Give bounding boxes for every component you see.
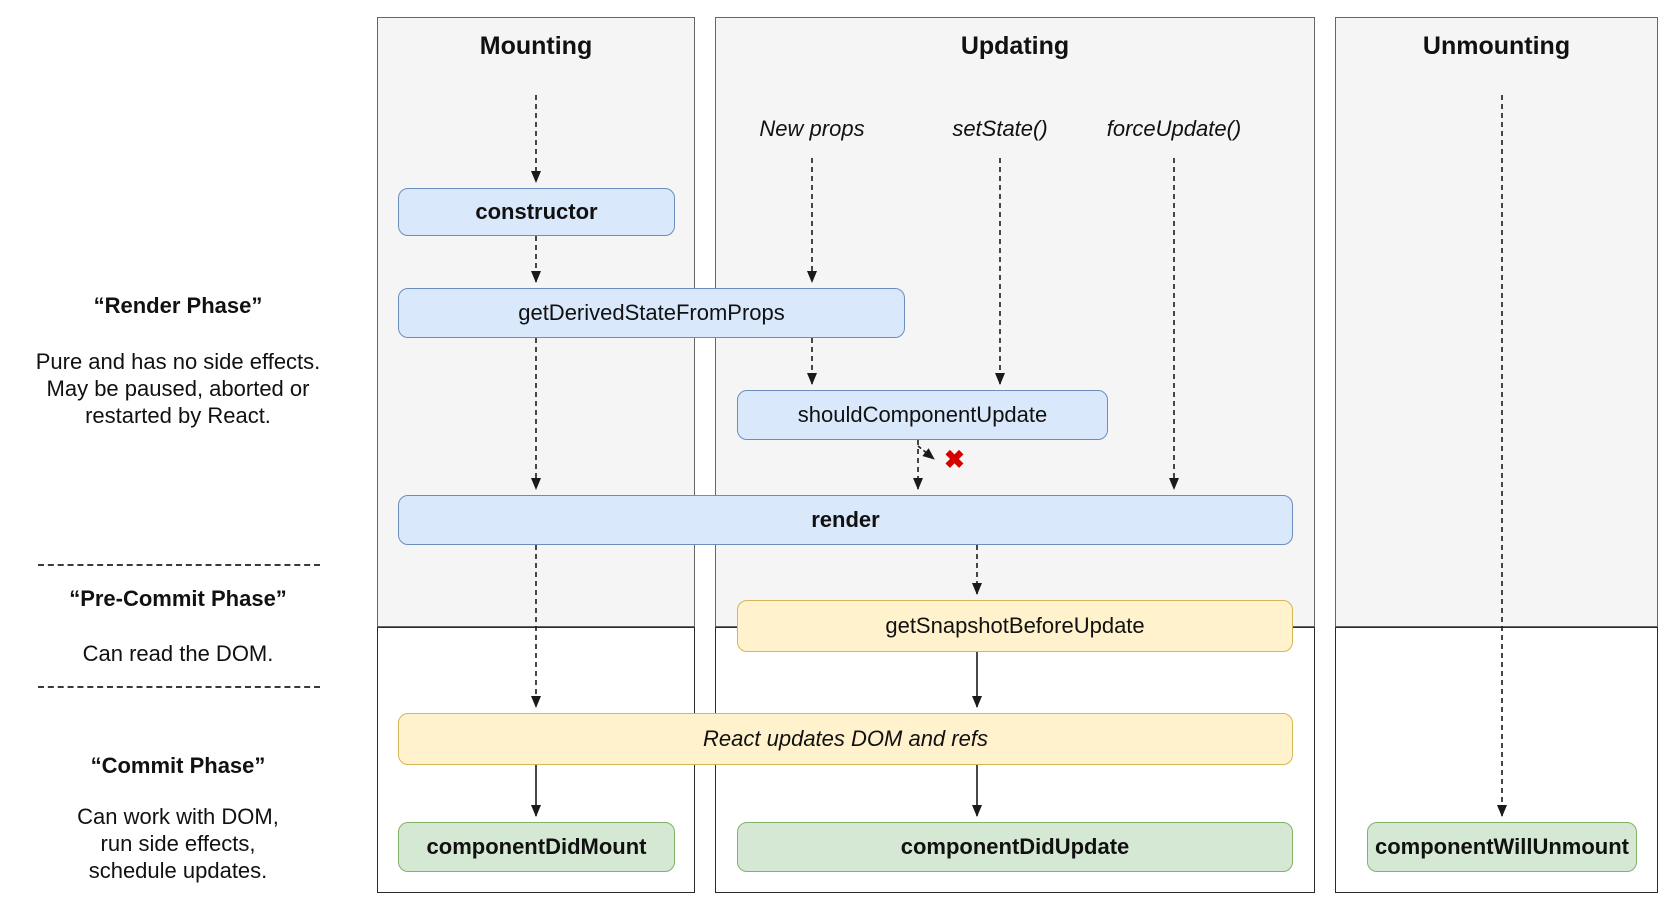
- box-get-derived-state-from-props: getDerivedStateFromProps: [398, 288, 905, 338]
- commit-phase-title: “Commit Phase”: [90, 753, 266, 778]
- phase-divider-top: [38, 564, 320, 566]
- box-react-updates-dom: React updates DOM and refs: [398, 713, 1293, 765]
- render-phase-description: Pure and has no side effects. May be pau…: [35, 349, 321, 428]
- column-title-updating: Updating: [960, 32, 1070, 60]
- phase-divider-bottom: [38, 686, 320, 688]
- column-title-mounting: Mounting: [479, 32, 593, 60]
- box-constructor: constructor: [398, 188, 675, 236]
- trigger-new-props: New props: [759, 116, 865, 141]
- pre-commit-phase-title: “Pre-Commit Phase”: [69, 586, 287, 611]
- commit-phase-description: Can work with DOM, run side effects, sch…: [77, 804, 279, 883]
- unmounting-render-phase-region: [1335, 17, 1658, 627]
- pre-commit-phase-description: Can read the DOM.: [82, 641, 274, 666]
- box-component-will-unmount: componentWillUnmount: [1367, 822, 1637, 872]
- box-render: render: [398, 495, 1293, 545]
- box-should-component-update: shouldComponentUpdate: [737, 390, 1108, 440]
- box-component-did-update: componentDidUpdate: [737, 822, 1293, 872]
- trigger-set-state: setState(): [952, 116, 1048, 141]
- box-component-did-mount: componentDidMount: [398, 822, 675, 872]
- box-get-snapshot-before-update: getSnapshotBeforeUpdate: [737, 600, 1293, 652]
- render-phase-title: “Render Phase”: [93, 293, 263, 318]
- column-title-unmounting: Unmounting: [1422, 32, 1571, 60]
- should-component-update-reject-x-icon: ✖: [944, 446, 965, 474]
- trigger-force-update: forceUpdate(): [1106, 116, 1242, 141]
